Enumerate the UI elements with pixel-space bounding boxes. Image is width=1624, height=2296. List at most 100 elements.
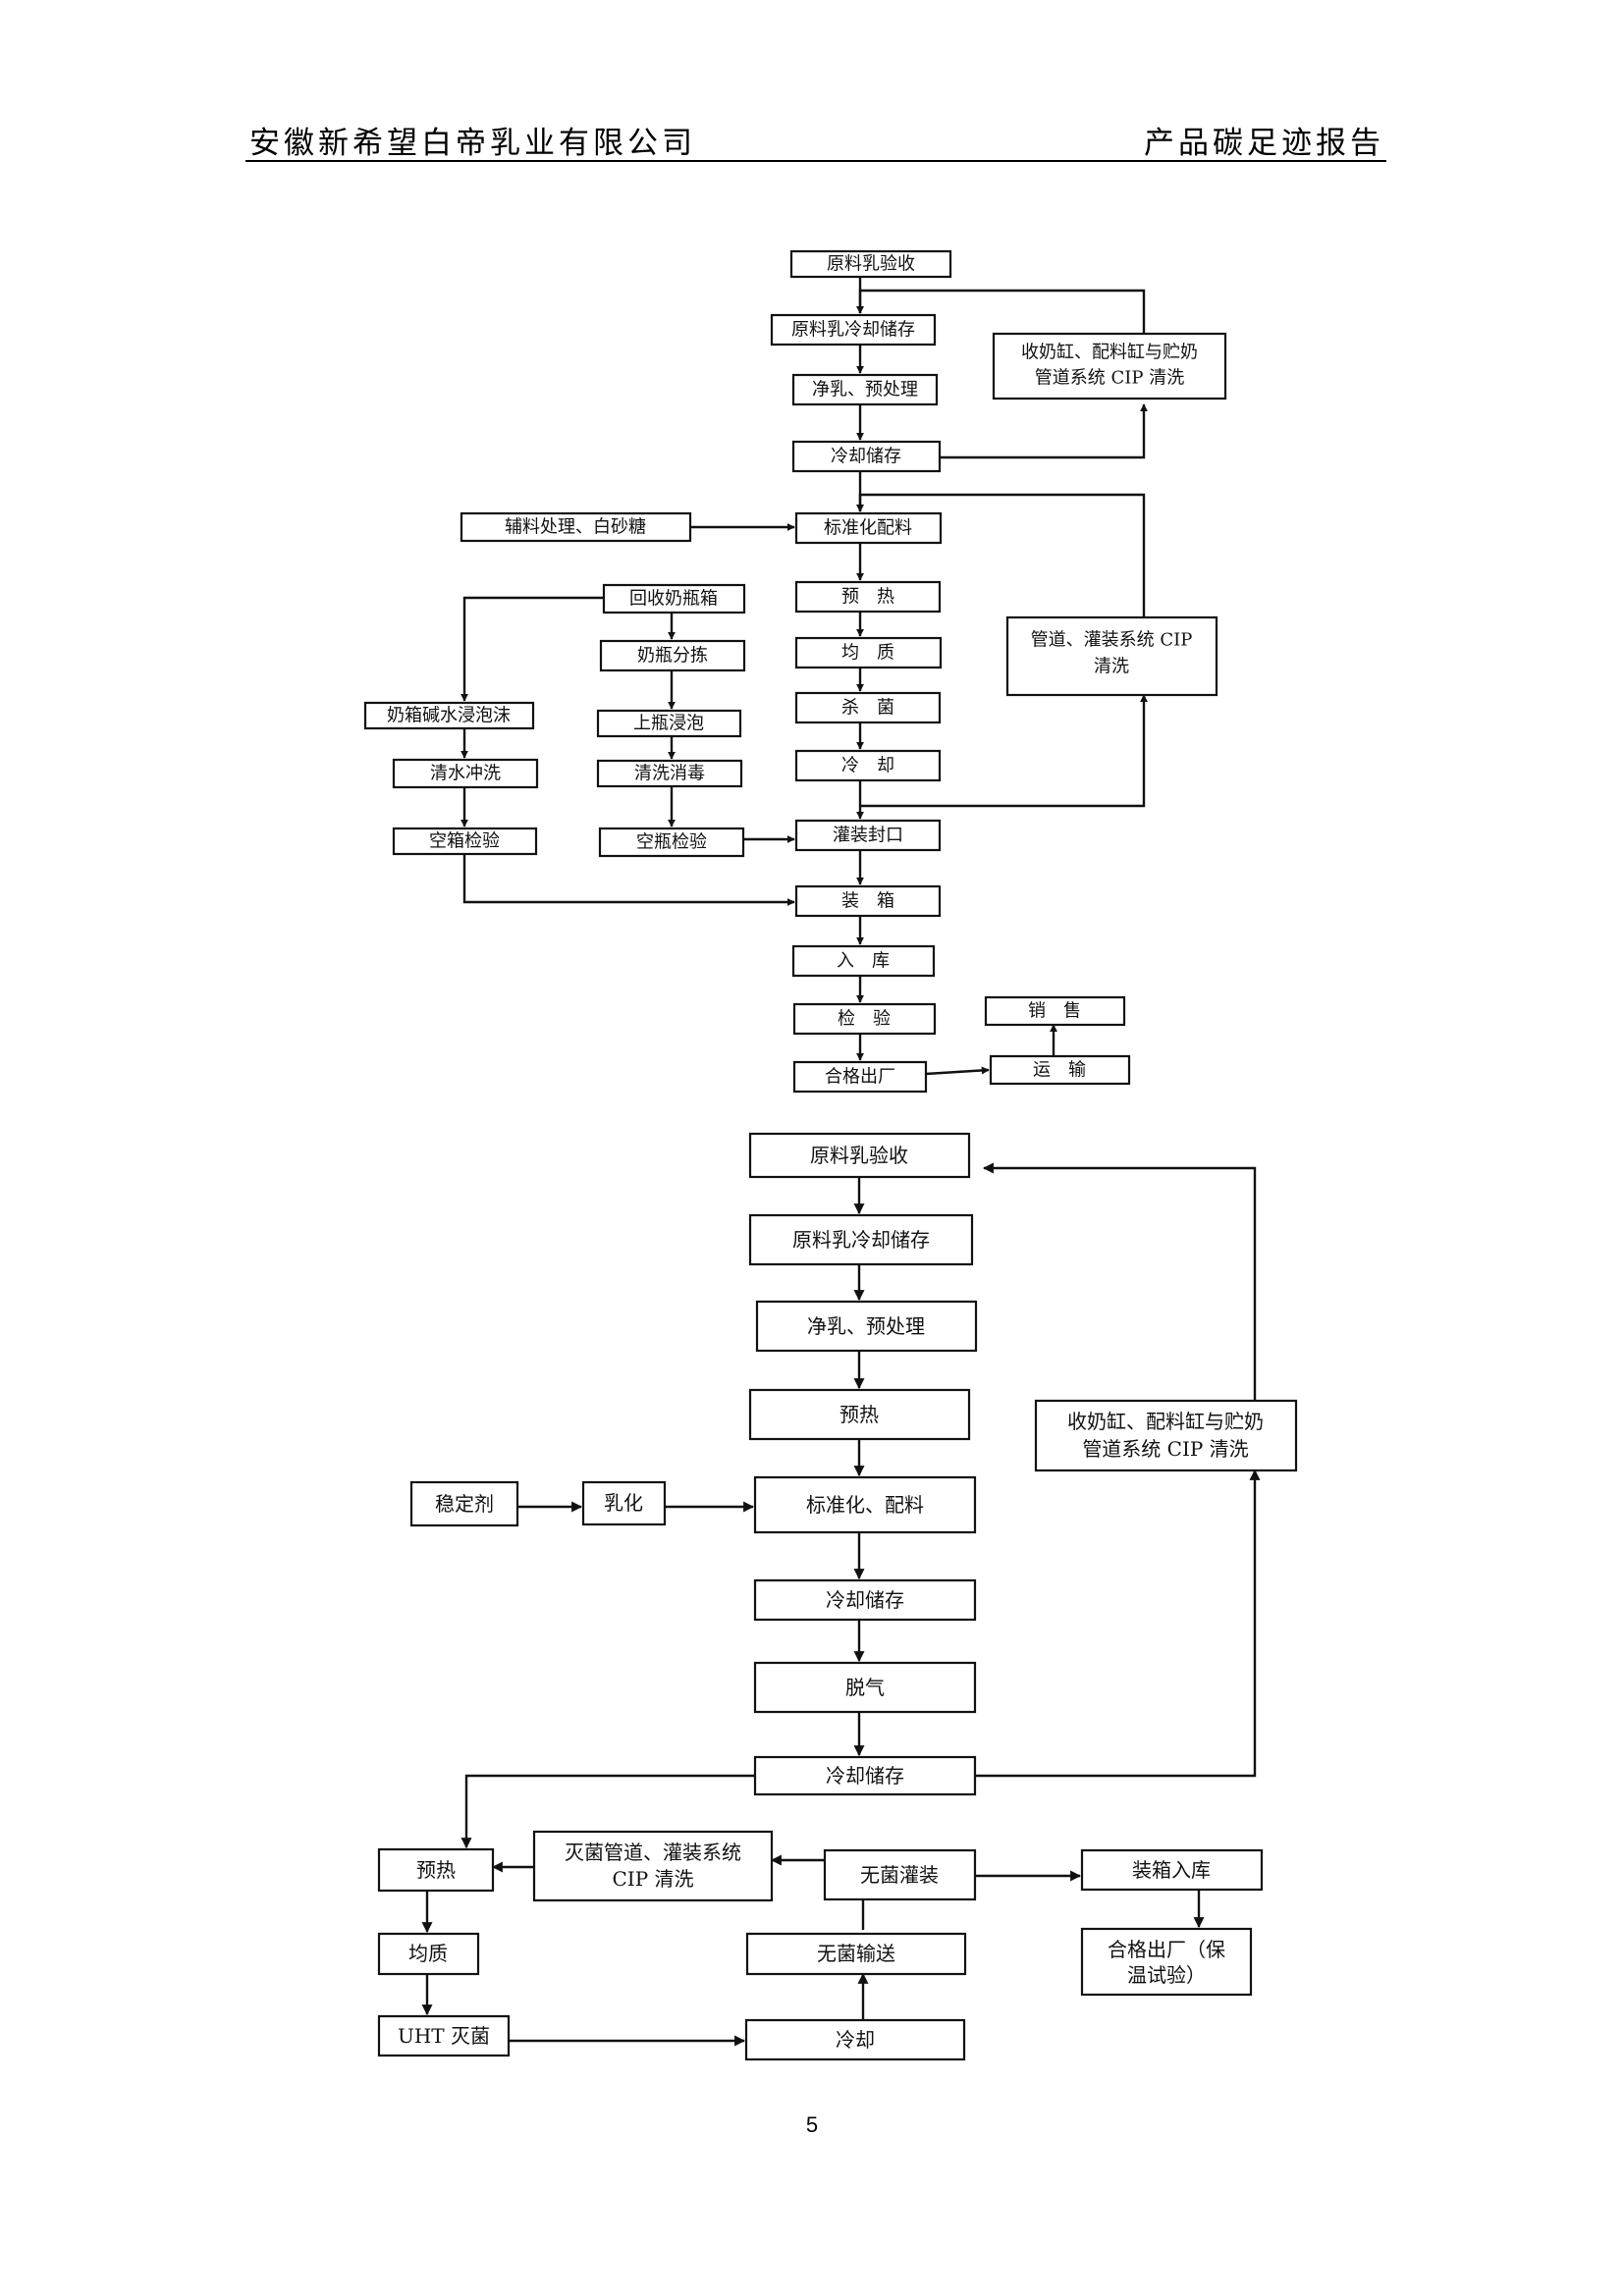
node-crate-rinse: 清水冲洗 — [392, 758, 539, 789]
svg-text:稳定剂: 稳定剂 — [435, 1492, 494, 1516]
node-preheat: 预 热 — [794, 580, 942, 614]
svg-text:清水冲洗: 清水冲洗 — [430, 764, 501, 784]
svg-text:CIP 清洗: CIP 清洗 — [612, 1867, 693, 1891]
node-warehouse: 入 库 — [791, 944, 936, 978]
svg-text:预热: 预热 — [839, 1403, 879, 1426]
node2-stabilizer: 稳定剂 — [409, 1480, 519, 1527]
node-boxing: 装 箱 — [794, 884, 942, 918]
node-standardize-batch: 标准化配料 — [794, 511, 943, 545]
node2-cip-sterile: 灭菌管道、灌装系统 CIP 清洗 — [532, 1830, 774, 1902]
svg-text:空箱检验: 空箱检验 — [429, 831, 500, 852]
flowchart-2: 原料乳验收 原料乳冷却储存 净乳、预处理 收奶缸、配料缸与贮奶 管道系统 CIP… — [377, 1132, 1298, 2061]
node2-aseptic-fill: 无菌灌装 — [823, 1848, 977, 1901]
svg-text:冷却储存: 冷却储存 — [826, 1764, 904, 1788]
node2-purify-pretreat: 净乳、预处理 — [755, 1300, 978, 1353]
node2-cool-store-2: 冷却储存 — [753, 1755, 977, 1796]
node-transport: 运 输 — [989, 1054, 1131, 1086]
svg-text:原料乳验收: 原料乳验收 — [810, 1144, 908, 1167]
node-auxiliary-sugar: 辅料处理、白砂糖 — [460, 511, 692, 543]
header-report-title: 产品碳足迹报告 — [1144, 126, 1384, 161]
svg-text:无菌灌装: 无菌灌装 — [860, 1863, 939, 1887]
svg-text:管道、灌装系统 CIP: 管道、灌装系统 CIP — [1031, 630, 1193, 651]
node-cool: 冷 却 — [794, 749, 942, 782]
flowchart-1-connectors — [460, 277, 1148, 1076]
svg-text:无菌输送: 无菌输送 — [817, 1942, 895, 1965]
svg-text:乳化: 乳化 — [604, 1491, 643, 1515]
svg-text:预 热: 预 热 — [841, 587, 894, 608]
node2-degas: 脱气 — [753, 1661, 977, 1714]
node-crate-inspect: 空箱检验 — [392, 827, 538, 856]
svg-text:均质: 均质 — [408, 1942, 448, 1965]
header-rule — [245, 160, 1386, 162]
header-company: 安徽新希望白帝乳业有限公司 — [249, 126, 696, 161]
node2-cool-store-1: 冷却储存 — [753, 1578, 977, 1622]
svg-text:合格出厂: 合格出厂 — [825, 1067, 895, 1088]
svg-text:脱气: 脱气 — [845, 1676, 885, 1699]
node2-standardize-batch: 标准化、配料 — [753, 1475, 977, 1534]
svg-text:灌装封口: 灌装封口 — [833, 826, 903, 846]
svg-text:奶箱碱水浸泡沫: 奶箱碱水浸泡沫 — [387, 706, 511, 726]
svg-text:冷却: 冷却 — [836, 2028, 875, 2052]
svg-text:销 售: 销 售 — [1028, 1001, 1081, 1022]
node2-aseptic-convey: 无菌输送 — [745, 1932, 967, 1976]
node-purify-pretreat: 净乳、预处理 — [791, 373, 939, 406]
node-cip-filling: 管道、灌装系统 CIP 清洗 — [1005, 615, 1218, 697]
node2-box-store: 装箱入库 — [1080, 1848, 1264, 1892]
svg-text:均 质: 均 质 — [841, 643, 894, 664]
node-bottle-inspect: 空瓶检验 — [598, 827, 745, 858]
svg-text:冷却储存: 冷却储存 — [826, 1588, 904, 1612]
node-inspection: 检 验 — [792, 1002, 937, 1036]
svg-text:冷却储存: 冷却储存 — [831, 447, 901, 467]
node-sterilize: 杀 菌 — [794, 691, 942, 724]
svg-text:标准化配料: 标准化配料 — [824, 518, 912, 539]
svg-text:清洗消毒: 清洗消毒 — [634, 764, 705, 784]
svg-text:杀 菌: 杀 菌 — [841, 698, 894, 719]
node2-preheat-top: 预热 — [748, 1388, 971, 1441]
svg-text:温试验）: 温试验） — [1127, 1963, 1206, 1987]
node-bottle-wash: 清洗消毒 — [596, 759, 743, 788]
svg-text:原料乳冷却储存: 原料乳冷却储存 — [792, 1228, 930, 1252]
node-bottle-soak: 上瓶浸泡 — [596, 709, 742, 738]
svg-text:收奶缸、配料缸与贮奶: 收奶缸、配料缸与贮奶 — [1021, 342, 1198, 363]
node-raw-milk-cool-store: 原料乳冷却储存 — [770, 313, 937, 347]
svg-text:检 验: 检 验 — [838, 1009, 891, 1030]
node2-homogenize: 均质 — [377, 1932, 480, 1976]
node-sales: 销 售 — [984, 995, 1126, 1027]
svg-text:装 箱: 装 箱 — [841, 891, 894, 912]
svg-text:冷 却: 冷 却 — [841, 756, 894, 776]
svg-text:标准化、配料: 标准化、配料 — [806, 1493, 924, 1517]
svg-text:UHT 灭菌: UHT 灭菌 — [398, 2024, 490, 2048]
svg-text:合格出厂（保: 合格出厂（保 — [1108, 1938, 1225, 1961]
node2-cip-tanks: 收奶缸、配料缸与贮奶 管道系统 CIP 清洗 — [1034, 1399, 1298, 1472]
node2-preheat: 预热 — [377, 1847, 495, 1893]
svg-text:管道系统 CIP 清洗: 管道系统 CIP 清洗 — [1082, 1437, 1248, 1461]
svg-text:辅料处理、白砂糖: 辅料处理、白砂糖 — [505, 517, 646, 538]
node-homogenize: 均 质 — [794, 636, 943, 669]
node-recycle-crates: 回收奶瓶箱 — [602, 583, 746, 614]
svg-text:装箱入库: 装箱入库 — [1132, 1858, 1211, 1882]
svg-text:收奶缸、配料缸与贮奶: 收奶缸、配料缸与贮奶 — [1067, 1410, 1264, 1433]
svg-text:回收奶瓶箱: 回收奶瓶箱 — [629, 589, 718, 610]
node2-qualified-exit: 合格出厂（保 温试验） — [1080, 1927, 1253, 1997]
svg-text:奶瓶分拣: 奶瓶分拣 — [637, 646, 708, 667]
svg-text:净乳、预处理: 净乳、预处理 — [812, 380, 918, 400]
svg-text:预热: 预热 — [416, 1858, 456, 1882]
svg-text:上瓶浸泡: 上瓶浸泡 — [633, 714, 704, 734]
svg-text:运 输: 运 输 — [1033, 1060, 1086, 1081]
svg-text:灭菌管道、灌装系统: 灭菌管道、灌装系统 — [565, 1841, 741, 1864]
flowchart-1: 原料乳验收 原料乳冷却储存 收奶缸、配料缸与贮奶 管道系统 CIP 清洗 净乳、… — [363, 249, 1227, 1094]
svg-text:空瓶检验: 空瓶检验 — [636, 832, 707, 853]
svg-text:入 库: 入 库 — [837, 951, 890, 972]
page-number: 5 — [805, 2112, 819, 2137]
node-bottle-sort: 奶瓶分拣 — [599, 639, 746, 672]
svg-text:原料乳验收: 原料乳验收 — [827, 254, 915, 275]
node-raw-milk-receive: 原料乳验收 — [789, 249, 952, 279]
node2-raw-milk-receive: 原料乳验收 — [748, 1132, 971, 1179]
node-cip-tanks: 收奶缸、配料缸与贮奶 管道系统 CIP 清洗 — [992, 332, 1227, 400]
node-qualified-exit: 合格出厂 — [792, 1060, 928, 1094]
node2-cool: 冷却 — [744, 2018, 966, 2061]
node2-uht: UHT 灭菌 — [377, 2014, 511, 2057]
svg-text:清洗: 清洗 — [1094, 657, 1129, 677]
svg-text:原料乳冷却储存: 原料乳冷却储存 — [791, 320, 915, 341]
